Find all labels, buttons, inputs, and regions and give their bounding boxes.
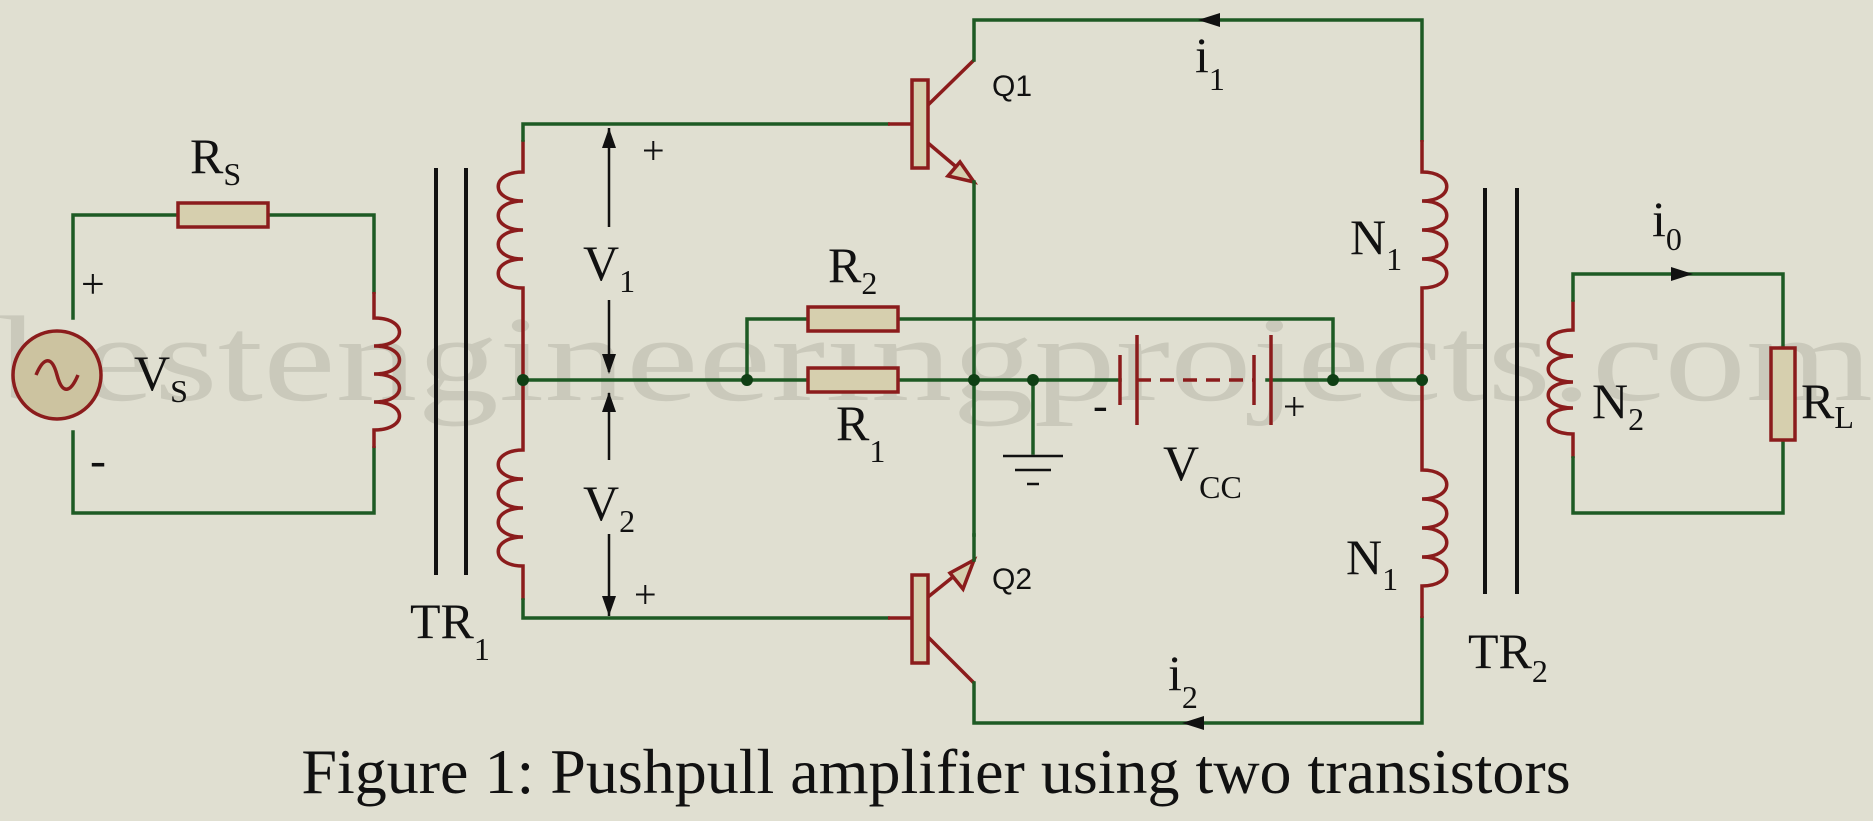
tr1-primary-coil xyxy=(372,292,402,448)
load-loop xyxy=(1546,267,1797,515)
emitter-arrow-icon xyxy=(947,556,978,593)
resistor-rs xyxy=(176,201,270,229)
label-tr1: TR1 xyxy=(410,593,490,667)
tr1-core xyxy=(434,168,468,575)
v2-plus-sign: + xyxy=(634,572,657,617)
resistor-rl xyxy=(1769,346,1797,442)
watermark-text: bestengineeringprojects.com xyxy=(0,292,1873,427)
current-arrow-i0-icon xyxy=(1671,267,1693,281)
tr2-secondary-coil xyxy=(1546,300,1575,458)
label-rl: RL xyxy=(1801,373,1854,435)
label-r2: R2 xyxy=(828,237,877,301)
label-n1-top: N1 xyxy=(1350,209,1402,277)
vcc-plus-sign: + xyxy=(1283,384,1306,429)
arrow-down-icon xyxy=(602,596,616,616)
vs-plus-sign: + xyxy=(81,262,105,308)
vcc-battery xyxy=(968,335,1424,425)
arrow-down-icon xyxy=(602,354,616,374)
label-v1: V1 xyxy=(583,235,635,299)
sine-wave-icon xyxy=(34,359,80,391)
label-r1: R1 xyxy=(836,395,885,469)
q1-base-bar xyxy=(910,78,930,170)
label-q2: Q2 xyxy=(992,563,1032,596)
transistor-q2 xyxy=(888,533,1424,725)
tr2-primary xyxy=(1420,140,1449,618)
label-tr2: TR2 xyxy=(1468,623,1548,689)
ground-symbol xyxy=(1003,378,1063,486)
resistor-r2 xyxy=(806,305,900,333)
label-i1: i1 xyxy=(1195,27,1225,97)
figure-caption: Figure 1: Pushpull amplifier using two t… xyxy=(301,736,1570,807)
arrow-up-icon xyxy=(602,128,616,148)
label-i0: i0 xyxy=(1652,191,1682,257)
vs-minus-sign: - xyxy=(90,434,106,487)
label-v2: V2 xyxy=(583,475,635,539)
tr2-core xyxy=(1483,188,1519,594)
label-n1-bottom: N1 xyxy=(1346,529,1398,597)
v1-plus-sign: + xyxy=(642,128,665,173)
label-q1: Q1 xyxy=(992,70,1032,103)
current-arrow-i1-icon xyxy=(1198,13,1220,27)
voltage-arrows xyxy=(602,128,616,616)
label-n2: N2 xyxy=(1592,373,1644,437)
vcc-minus-sign: - xyxy=(1093,381,1108,430)
emitter-arrow-icon xyxy=(944,159,979,185)
junction-dots xyxy=(517,374,1428,386)
q2-base-bar xyxy=(910,573,930,665)
label-rs: RS xyxy=(190,128,241,192)
current-arrow-i2-icon xyxy=(1182,716,1204,730)
label-vcc: VCC xyxy=(1163,435,1242,505)
resistor-r1 xyxy=(806,366,900,394)
label-vs: VS xyxy=(134,345,188,409)
transistor-q1 xyxy=(888,18,1424,537)
label-i2: i2 xyxy=(1168,645,1198,715)
source-loop xyxy=(11,201,402,515)
arrow-up-icon xyxy=(602,392,616,412)
